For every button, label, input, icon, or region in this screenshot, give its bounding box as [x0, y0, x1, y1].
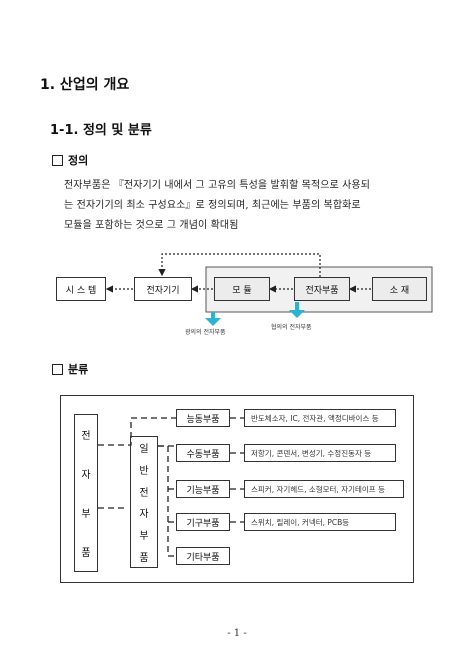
- checkbox-icon: [52, 363, 63, 375]
- heading-industry-overview: 1. 산업의 개요: [40, 77, 130, 93]
- section-definition-label: 정의: [68, 154, 89, 167]
- page-number: - 1 -: [227, 628, 247, 639]
- box-module: 모 듈: [214, 277, 270, 301]
- caption-narrow: 협의의 전자부품: [271, 324, 312, 331]
- general-electronic-components: 일 반 전 자 부 품: [130, 436, 158, 568]
- category-passive: 수동부품: [176, 444, 230, 462]
- box-system: 시 스 템: [56, 277, 106, 301]
- category-functional: 기능부품: [176, 480, 230, 498]
- desc-active: 반도체소자, IC, 전자관, 액정디바이스 등: [244, 409, 396, 427]
- caption-broad: 광의의 전자부품: [185, 329, 226, 336]
- category-other: 기타부품: [176, 547, 230, 565]
- root-electronic-components: 전 자 부 품: [74, 414, 98, 572]
- section-classification: 분류: [52, 361, 88, 377]
- category-active: 능동부품: [176, 409, 230, 427]
- box-component: 전자부품: [294, 277, 350, 301]
- category-mechanical: 기구부품: [176, 513, 230, 531]
- arrow-component-to-device: [158, 253, 321, 277]
- heading-definition-classification: 1-1. 정의 및 분류: [50, 123, 152, 138]
- desc-functional: 스피커, 자기헤드, 소형모터, 자기테이프 등: [244, 480, 404, 498]
- section-definition: 정의: [52, 152, 88, 168]
- desc-passive: 저항기, 콘덴서, 변성기, 수정진동자 등: [244, 444, 396, 462]
- box-material: 소 재: [372, 277, 427, 301]
- classification-frame: [60, 395, 414, 583]
- broad-arrow-icon: [205, 318, 221, 326]
- box-device: 전자기기: [134, 277, 192, 301]
- section-classification-label: 분류: [68, 363, 89, 376]
- paragraph-line: 전자부품은 『전자기기 내에서 그 고유의 특성을 발휘할 목적으로 사용되: [64, 180, 371, 191]
- paragraph-line: 는 전자기기의 최소 구성요소』로 정의되며, 최근에는 부품의 복합화로: [64, 200, 361, 211]
- narrow-arrow-icon: [289, 310, 305, 318]
- definition-paragraph: 전자부품은 『전자기기 내에서 그 고유의 특성을 발휘할 목적으로 사용되 는…: [64, 176, 444, 236]
- desc-mechanical: 스위치, 릴레이, 커넥터, PCB등: [244, 513, 396, 531]
- checkbox-icon: [52, 154, 63, 166]
- paragraph-line: 모듈을 포함하는 것으로 그 개념이 확대됨: [64, 220, 239, 231]
